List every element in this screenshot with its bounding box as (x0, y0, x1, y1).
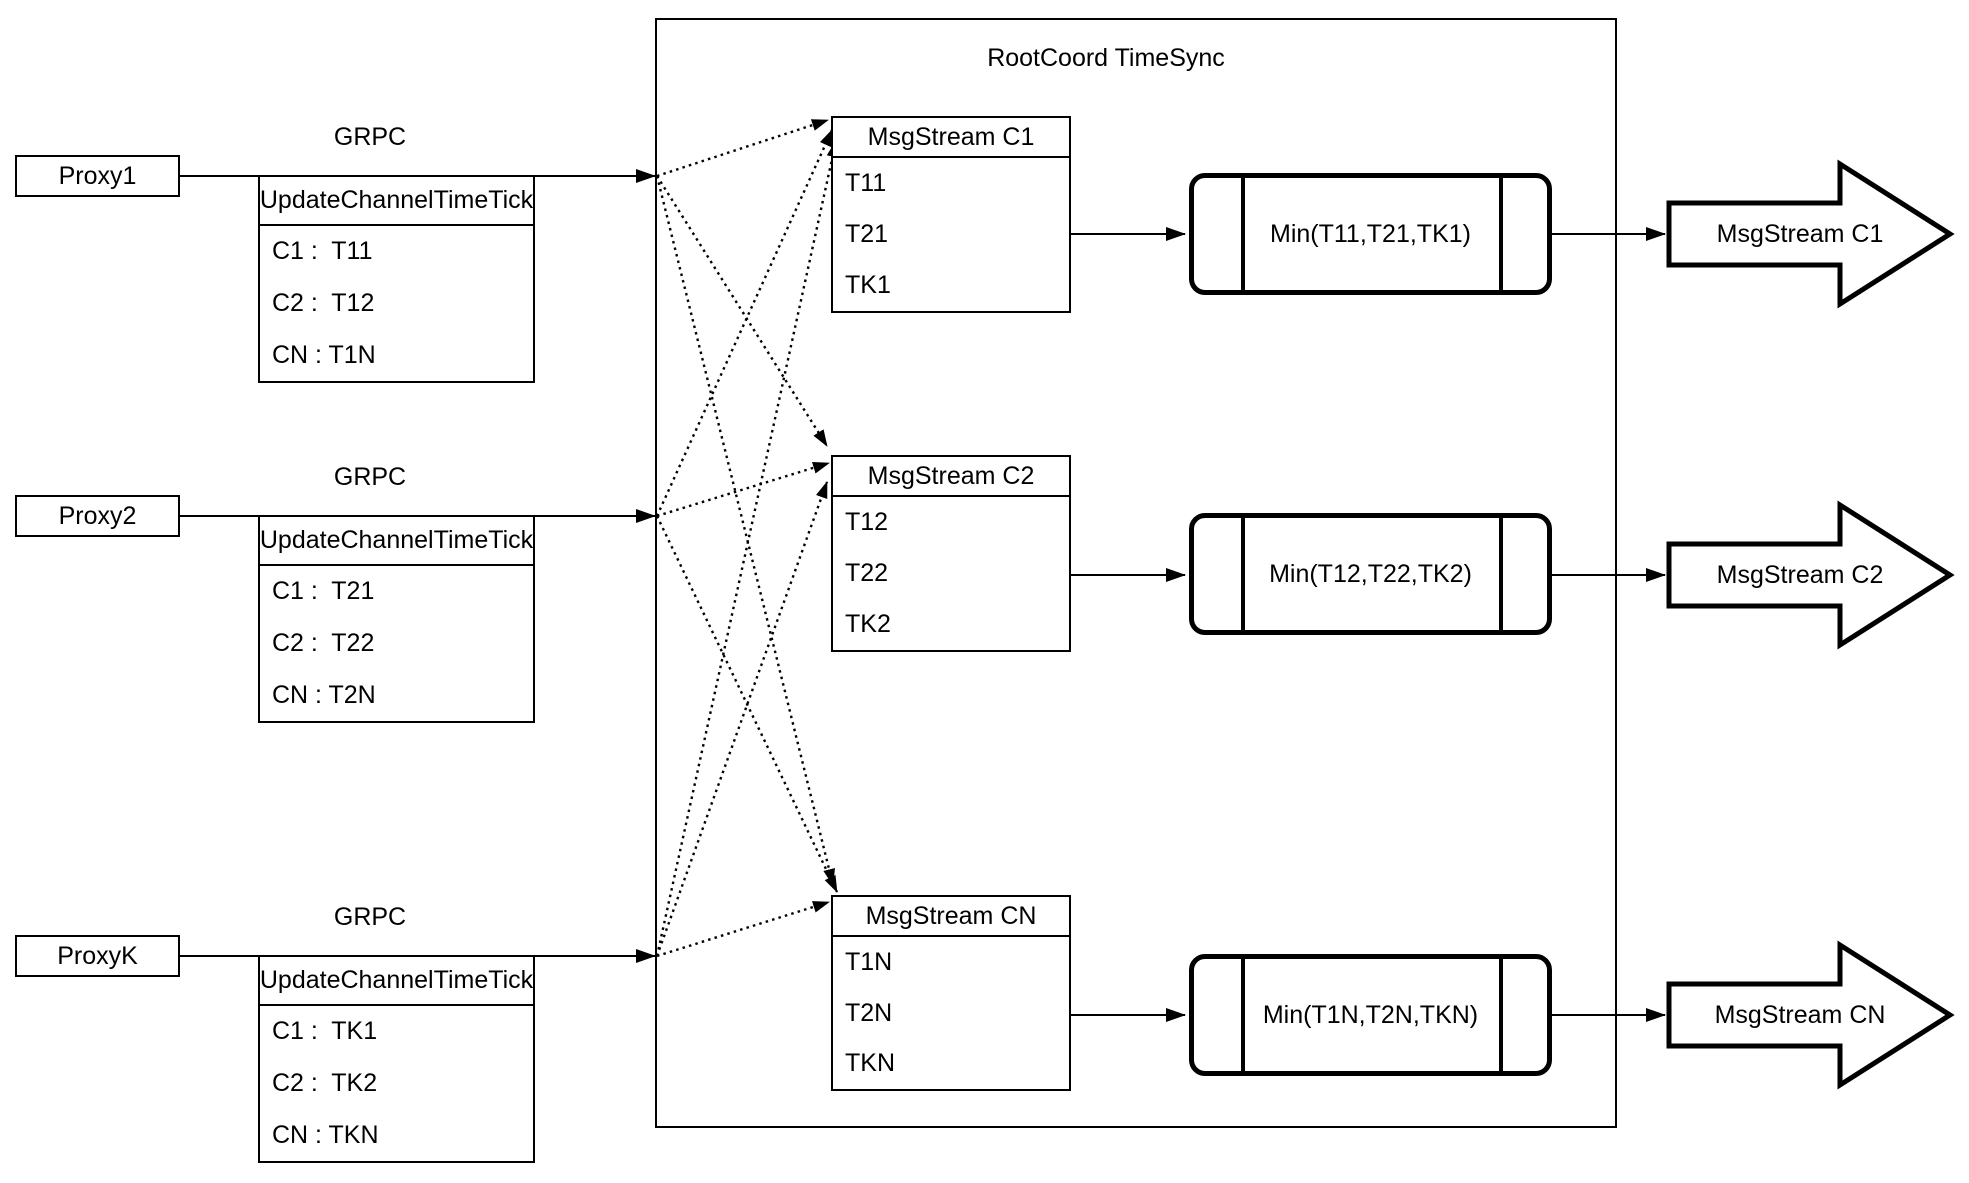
table-row: TK1 (845, 271, 891, 299)
fan-proxy2-c2 (656, 461, 830, 518)
msgstream-c1-header: MsgStream C1 (833, 118, 1069, 158)
process-bar (1499, 518, 1503, 630)
msgstream-cn-rows: T1N T2N TKN (833, 937, 1069, 1089)
min-c2-process-box: Min(T12,T22,TK2) (1189, 513, 1552, 635)
fan-proxyk-c1 (655, 140, 839, 957)
proxy1-timetick-header: UpdateChannelTimeTick (260, 177, 533, 226)
table-row: CN : T2N (272, 680, 376, 709)
proxyk-timetick-header: UpdateChannelTimeTick (260, 957, 533, 1006)
proxy1-box: Proxy1 (15, 155, 180, 197)
msgstream-cn-block-arrow (1666, 940, 1955, 1090)
grpc-label-proxy2: GRPC (270, 463, 470, 491)
msgstream-cn-arrow-label: MsgStream CN (1714, 1000, 1886, 1029)
msgstream-c1-rows: T11 T21 TK1 (833, 158, 1069, 311)
table-row: T12 (845, 508, 889, 536)
fan-proxy1-cn (655, 175, 835, 886)
min-c2-label: Min(T12,T22,TK2) (1269, 559, 1472, 588)
msgstream-c2-table: MsgStream C2 T12 T22 TK2 (831, 455, 1071, 652)
grpc-label-proxyk: GRPC (270, 903, 470, 931)
table-row: T2N (845, 998, 893, 1027)
min-cn-label: Min(T1N,T2N,TKN) (1262, 1000, 1479, 1029)
msgstream-c1-table: MsgStream C1 T11 T21 TK1 (831, 116, 1071, 313)
proxy1-timetick-rows: C1 : T11 C2 : T12 CN : T1N (260, 226, 533, 381)
msgstream-c2-rows: T12 T22 TK2 (833, 497, 1069, 650)
proxy2-timetick-header: UpdateChannelTimeTick (260, 517, 533, 566)
table-row: C1 : T21 (272, 577, 375, 606)
process-bar (1499, 178, 1503, 290)
process-bar (1241, 178, 1245, 290)
msgstream-c1-block-arrow (1666, 159, 1955, 309)
proxyk-timetick-rows: C1 : TK1 C2 : TK2 CN : TKN (260, 1006, 533, 1161)
msgstream-c2-header: MsgStream C2 (833, 457, 1069, 497)
table-row: C1 : T11 (272, 237, 373, 266)
table-row: T11 (845, 169, 887, 197)
table-row: TK2 (845, 610, 891, 638)
msgstream-c1-arrow-label: MsgStream C1 (1716, 219, 1884, 248)
rootcoord-timesync-title: RootCoord TimeSync (987, 43, 1225, 72)
proxy2-timetick-rows: C1 : T21 C2 : T22 CN : T2N (260, 566, 533, 721)
table-row: C2 : T12 (272, 289, 375, 317)
proxyk-timetick-table: UpdateChannelTimeTick C1 : TK1 C2 : TK2 … (258, 955, 535, 1163)
proxy1-timetick-table: UpdateChannelTimeTick C1 : T11 C2 : T12 … (258, 175, 535, 383)
proxyk-box: ProxyK (15, 935, 180, 977)
table-row: CN : T1N (272, 340, 376, 369)
msgstream-c2-arrow-label: MsgStream C2 (1716, 560, 1884, 589)
fan-proxy2-cn (655, 515, 839, 893)
msgstream-c2-block-arrow (1666, 500, 1955, 650)
msgstream-cn-header: MsgStream CN (833, 897, 1069, 937)
table-row: TKN (845, 1049, 895, 1078)
grpc-label-proxy1: GRPC (270, 123, 470, 151)
min-c1-process-box: Min(T11,T21,TK1) (1189, 173, 1552, 295)
min-cn-process-box: Min(T1N,T2N,TKN) (1189, 954, 1552, 1076)
proxy2-box: Proxy2 (15, 495, 180, 537)
table-row: T1N (845, 947, 893, 976)
min-c1-label: Min(T11,T21,TK1) (1270, 219, 1471, 248)
fan-proxy1-c1 (656, 118, 829, 178)
process-bar (1241, 959, 1245, 1071)
fan-proxy2-c1 (655, 129, 834, 517)
table-row: C1 : TK1 (272, 1017, 378, 1046)
table-row: C2 : T22 (272, 629, 375, 657)
proxy2-timetick-table: UpdateChannelTimeTick C1 : T21 C2 : T22 … (258, 515, 535, 723)
fan-proxyk-c2 (655, 481, 829, 957)
table-row: CN : TKN (272, 1120, 379, 1149)
table-row: C2 : TK2 (272, 1069, 378, 1097)
fan-proxy1-c2 (655, 175, 829, 447)
process-bar (1241, 518, 1245, 630)
rootcoord-timesync-box (655, 18, 1617, 1128)
fan-proxyk-cn (656, 900, 830, 958)
table-row: T22 (845, 559, 889, 587)
msgstream-cn-table: MsgStream CN T1N T2N TKN (831, 895, 1071, 1091)
table-row: T21 (845, 220, 889, 248)
process-bar (1499, 959, 1503, 1071)
